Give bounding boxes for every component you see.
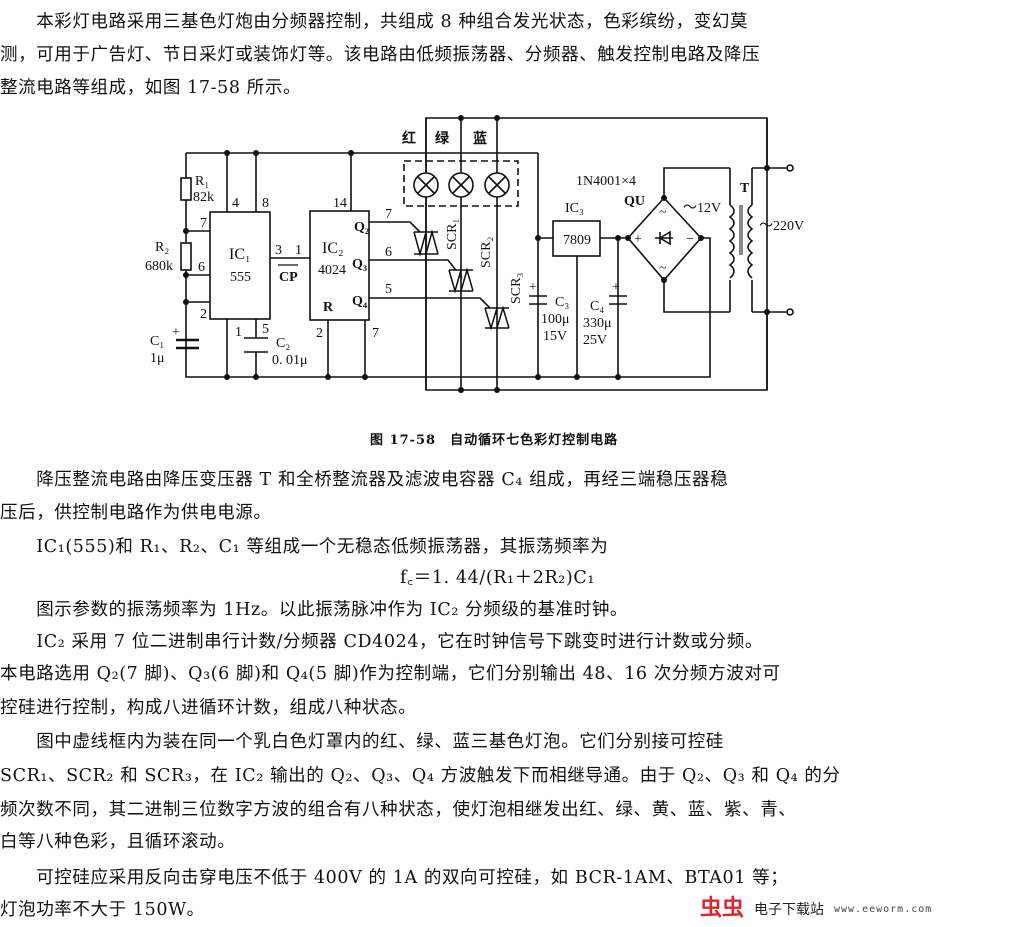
pin-1-ic2: 1 xyxy=(295,243,302,258)
pin-1: 1 xyxy=(235,325,242,340)
label-ic1-part: 555 xyxy=(230,270,251,285)
figure-caption: 图 17-58 自动循环七色彩灯控制电路 xyxy=(370,433,619,448)
pin-3: 3 xyxy=(275,243,282,258)
pin-5: 5 xyxy=(262,322,269,337)
label-reset: R xyxy=(323,300,334,315)
paragraph-line: SCR₁、SCR₂ 和 SCR₃，在 IC₂ 输出的 Q₂、Q₃、Q₄ 方波触发… xyxy=(0,766,841,786)
label-secondary-voltage: ～12V xyxy=(683,201,721,216)
paragraph-line: IC₁(555)和 R₁、R₂、C₁ 等组成一个无稳态低频振荡器，其振荡频率为 xyxy=(0,537,609,557)
paragraph-line: 压后，供控制电路作为供电电源。 xyxy=(0,503,272,523)
label-ic1: IC₁ xyxy=(229,246,251,263)
label-c3: C₃ xyxy=(555,295,569,310)
pin-7-ic2: 7 xyxy=(385,207,392,222)
bridge-plus: + xyxy=(634,232,642,247)
watermark-url: www.eeworm.com xyxy=(834,904,933,915)
label-q3: Q₃ xyxy=(352,257,367,272)
label-r2-value: 680k xyxy=(145,259,173,274)
c1-plus: + xyxy=(172,325,180,340)
label-c3-value: 100μ xyxy=(541,312,570,327)
label-blue: 蓝 xyxy=(473,130,487,147)
label-c1: C₁ xyxy=(150,334,164,349)
bridge-ac-bottom: ~ xyxy=(659,261,667,276)
paragraph-line: 测，可用于广告灯、节日采灯或装饰灯等。该电路由低频振荡器、分频器、触发控制电路及… xyxy=(0,45,761,65)
pin-7-ic2-b: 7 xyxy=(372,326,379,341)
label-scr1: SCR₁ xyxy=(445,219,460,250)
paragraph-line: IC₂ 采用 7 位二进制串行计数/分频器 CD4024，它在时钟信号下跳变时进… xyxy=(0,632,763,652)
circuit-diagram: 红 绿 蓝 R₁ 82k R₂ 680k C₁ 1μ + C₂ 0. 01μ I… xyxy=(145,115,804,393)
label-cp: CP xyxy=(279,270,298,285)
paragraph-line: 图示参数的振荡频率为 1Hz。以此振荡脉冲作为 IC₂ 分频级的基准时钟。 xyxy=(0,600,629,620)
paragraph-line: 本彩灯电路采用三基色灯炮由分频器控制，共组成 8 种组合发光状态，色彩缤纷，变幻… xyxy=(0,12,749,32)
paragraph-line: 白等八种色彩，且循环滚动。 xyxy=(0,832,236,852)
label-q2: Q₂ xyxy=(354,220,369,235)
bridge-minus: − xyxy=(686,232,694,247)
label-r1: R₁ xyxy=(195,174,209,189)
label-r1-value: 82k xyxy=(193,190,214,205)
paragraph-line: 整流电路等组成，如图 17-58 所示。 xyxy=(0,78,302,98)
label-scr3: SCR₃ xyxy=(509,273,524,304)
watermark-site-name: 电子下载站 xyxy=(754,902,824,918)
label-transformer: T xyxy=(740,181,750,196)
label-r2: R₂ xyxy=(155,240,169,255)
pin-6-ic2: 6 xyxy=(385,245,392,260)
pin-6: 6 xyxy=(198,260,205,275)
pin-2: 2 xyxy=(200,307,207,322)
watermark: 虫虫 电子下载站 www.eeworm.com xyxy=(700,896,970,926)
pin-14: 14 xyxy=(333,196,347,211)
paragraph-line: 频次数不同，其二进制三位数字方波的组合有八种状态，使灯泡相继发出红、绿、黄、蓝、… xyxy=(0,800,797,820)
label-c3-voltage: 15V xyxy=(543,329,567,344)
label-green: 绿 xyxy=(435,130,450,147)
label-c4-value: 330μ xyxy=(583,316,612,331)
label-ic3-part: 7809 xyxy=(563,233,591,248)
paragraph-line: 可控硅应采用反向击穿电压不低于 400V 的 1A 的双向可控硅，如 BCR-1… xyxy=(0,868,789,888)
pin-5-ic2: 5 xyxy=(385,282,392,297)
watermark-logo: 虫虫 xyxy=(700,896,745,921)
pin-2-ic2: 2 xyxy=(316,326,323,341)
label-red: 红 xyxy=(402,130,416,147)
label-ic3: IC₃ xyxy=(565,201,584,216)
formula: f꜀＝1. 44/(R₁＋2R₂)C₁ xyxy=(400,568,595,588)
paragraph-line: 降压整流电路由降压变压器 T 和全桥整流器及滤波电容器 C₄ 组成，再经三端稳压… xyxy=(0,470,729,490)
label-ic2: IC₂ xyxy=(322,240,344,257)
label-c1-value: 1μ xyxy=(150,351,165,366)
paragraph-line: 控硅进行控制，构成八进循环计数，组成八种状态。 xyxy=(0,698,417,718)
label-q4: Q₄ xyxy=(352,294,368,309)
paragraph-line: 灯泡功率不大于 150W。 xyxy=(0,900,205,920)
label-bridge: QU xyxy=(624,194,645,209)
paragraph-line: 图中虚线框内为装在同一个乳白色灯罩内的红、绿、蓝三基色灯泡。它们分别接可控硅 xyxy=(0,732,724,752)
label-c2-value: 0. 01μ xyxy=(272,353,308,368)
c4-plus: + xyxy=(612,280,620,295)
label-primary-voltage: ～220V xyxy=(759,219,804,234)
pin-4: 4 xyxy=(232,196,239,211)
label-c4: C₄ xyxy=(590,299,604,314)
label-c4-voltage: 25V xyxy=(583,333,607,348)
label-ic2-part: 4024 xyxy=(318,263,346,278)
paragraph-line: 本电路选用 Q₂(7 脚)、Q₃(6 脚)和 Q₄(5 脚)作为控制端，它们分别… xyxy=(0,664,781,684)
label-c2: C₂ xyxy=(276,336,290,351)
label-diodes: 1N4001×4 xyxy=(576,174,636,189)
label-scr2: SCR₂ xyxy=(479,237,494,268)
c3-plus: + xyxy=(529,280,537,295)
bridge-ac-top: ~ xyxy=(659,205,667,220)
pin-8: 8 xyxy=(262,196,269,211)
pin-7: 7 xyxy=(200,216,207,231)
